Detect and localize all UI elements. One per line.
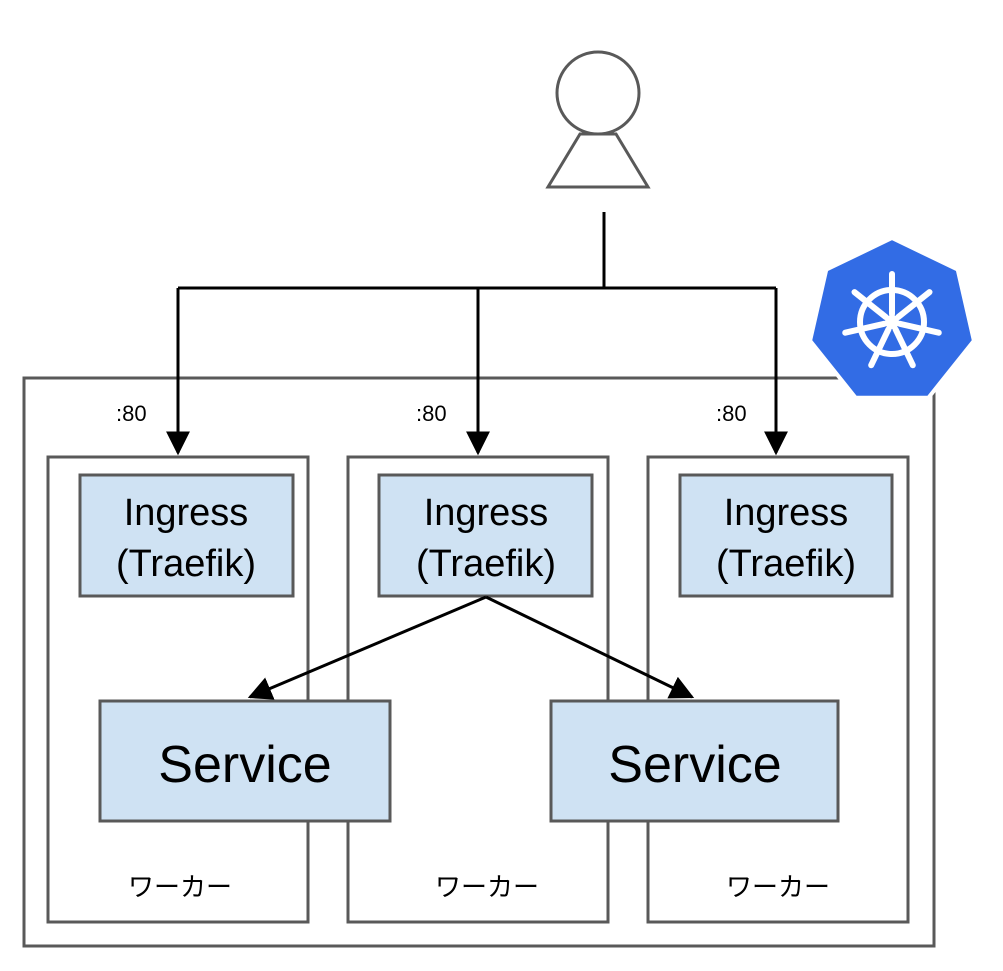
kubernetes-logo-icon	[808, 236, 976, 400]
service-label-1: Service	[158, 736, 331, 794]
ingress-sublabel-3: (Traefik)	[716, 543, 856, 585]
ingress-label-2: Ingress	[424, 492, 549, 534]
traffic-lines	[166, 212, 788, 456]
service-label-2: Service	[608, 736, 781, 794]
port-label-3: :80	[716, 401, 747, 426]
worker-label-1: ワーカー	[128, 873, 232, 903]
ingress-sublabel-1: (Traefik)	[116, 543, 256, 585]
ingress-label-3: Ingress	[724, 492, 849, 534]
port-label-2: :80	[416, 401, 447, 426]
service-box-2: Service	[549, 699, 840, 823]
ingress-box-1: Ingress (Traefik)	[78, 473, 295, 598]
routing-arrows	[247, 595, 695, 700]
worker-label-3: ワーカー	[726, 873, 830, 903]
service-box-1: Service	[98, 699, 392, 823]
ingress-label-1: Ingress	[124, 492, 249, 534]
worker-label-2: ワーカー	[435, 873, 539, 903]
ingress-box-3: Ingress (Traefik)	[678, 473, 894, 598]
ingress-box-2: Ingress (Traefik)	[377, 473, 594, 598]
port-label-1: :80	[116, 401, 147, 426]
user-icon	[545, 50, 651, 189]
ingress-sublabel-2: (Traefik)	[416, 543, 556, 585]
